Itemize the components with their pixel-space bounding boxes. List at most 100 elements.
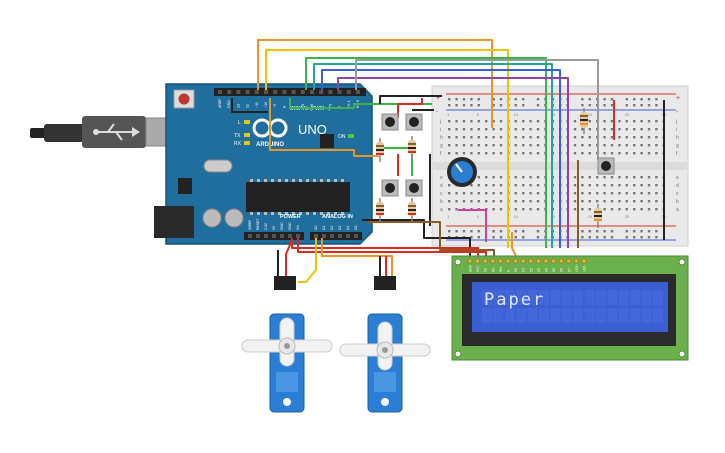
header-pin[interactable]	[272, 234, 276, 238]
header-pin[interactable]	[282, 90, 287, 94]
breadboard-hole[interactable]	[618, 136, 621, 139]
lcd-pin[interactable]	[558, 258, 564, 264]
breadboard-hole[interactable]	[625, 236, 628, 239]
breadboard-hole[interactable]	[470, 152, 473, 155]
breadboard-hole[interactable]	[647, 184, 651, 187]
breadboard-hole[interactable]	[470, 136, 473, 139]
breadboard-hole[interactable]	[485, 144, 488, 147]
breadboard-hole[interactable]	[596, 176, 599, 179]
breadboard-hole[interactable]	[448, 136, 451, 139]
breadboard-hole[interactable]	[633, 208, 636, 211]
breadboard-hole[interactable]	[655, 200, 658, 203]
breadboard-hole[interactable]	[581, 192, 584, 195]
breadboard-hole[interactable]	[499, 98, 503, 101]
breadboard-hole[interactable]	[448, 98, 451, 101]
breadboard-hole[interactable]	[514, 120, 517, 123]
header-pin[interactable]	[354, 234, 358, 238]
breadboard-hole[interactable]	[462, 136, 466, 139]
lcd-pin[interactable]	[581, 258, 587, 264]
breadboard-hole[interactable]	[536, 236, 540, 239]
breadboard-hole[interactable]	[633, 200, 636, 203]
breadboard-hole[interactable]	[588, 144, 591, 147]
breadboard-hole[interactable]	[603, 120, 606, 123]
breadboard-hole[interactable]	[470, 128, 473, 131]
breadboard-hole[interactable]	[647, 230, 651, 233]
breadboard-hole[interactable]	[522, 200, 525, 203]
breadboard-hole[interactable]	[536, 208, 540, 211]
breadboard-hole[interactable]	[655, 208, 658, 211]
breadboard-hole[interactable]	[647, 120, 651, 123]
lcd-pin[interactable]	[475, 258, 481, 264]
breadboard-hole[interactable]	[647, 98, 651, 101]
breadboard-hole[interactable]	[455, 98, 458, 101]
lcd-pin[interactable]	[490, 258, 496, 264]
header-pin[interactable]	[227, 90, 232, 94]
breadboard-hole[interactable]	[522, 136, 525, 139]
breadboard-hole[interactable]	[618, 208, 621, 211]
breadboard-hole[interactable]	[477, 184, 480, 187]
breadboard-hole[interactable]	[455, 144, 458, 147]
breadboard-hole[interactable]	[492, 208, 495, 211]
breadboard-hole[interactable]	[470, 200, 473, 203]
breadboard-hole[interactable]	[485, 184, 488, 187]
breadboard-hole[interactable]	[588, 104, 591, 107]
breadboard-hole[interactable]	[640, 98, 643, 101]
breadboard-hole[interactable]	[647, 236, 651, 239]
breadboard-hole[interactable]	[573, 144, 577, 147]
breadboard-hole[interactable]	[477, 98, 480, 101]
breadboard-hole[interactable]	[492, 176, 495, 179]
breadboard-hole[interactable]	[610, 144, 614, 147]
breadboard-hole[interactable]	[647, 200, 651, 203]
breadboard-hole[interactable]	[499, 120, 503, 123]
breadboard-hole[interactable]	[536, 230, 540, 233]
breadboard-hole[interactable]	[514, 104, 517, 107]
breadboard-hole[interactable]	[588, 128, 591, 131]
breadboard-hole[interactable]	[536, 120, 540, 123]
breadboard-hole[interactable]	[514, 98, 517, 101]
breadboard-hole[interactable]	[492, 152, 495, 155]
push-button[interactable]	[405, 179, 423, 197]
breadboard-hole[interactable]	[448, 128, 451, 131]
breadboard-hole[interactable]	[573, 176, 577, 179]
breadboard-hole[interactable]	[581, 104, 584, 107]
breadboard-hole[interactable]	[581, 144, 584, 147]
breadboard-hole[interactable]	[573, 184, 577, 187]
breadboard-hole[interactable]	[522, 144, 525, 147]
breadboard-hole[interactable]	[455, 208, 458, 211]
breadboard-hole[interactable]	[536, 104, 540, 107]
breadboard-hole[interactable]	[581, 128, 584, 131]
breadboard-hole[interactable]	[514, 192, 517, 195]
header-pin[interactable]	[288, 234, 292, 238]
breadboard-hole[interactable]	[581, 208, 584, 211]
breadboard-hole[interactable]	[588, 200, 591, 203]
breadboard-hole[interactable]	[633, 152, 636, 155]
breadboard-hole[interactable]	[529, 136, 532, 139]
breadboard-hole[interactable]	[477, 120, 480, 123]
breadboard-hole[interactable]	[455, 230, 458, 233]
breadboard-hole[interactable]	[596, 192, 599, 195]
breadboard-hole[interactable]	[588, 136, 591, 139]
breadboard-hole[interactable]	[499, 236, 503, 239]
breadboard-hole[interactable]	[477, 200, 480, 203]
breadboard-hole[interactable]	[448, 208, 451, 211]
lcd-pin[interactable]	[528, 258, 534, 264]
breadboard-hole[interactable]	[470, 144, 473, 147]
header-pin[interactable]	[291, 90, 296, 94]
breadboard-hole[interactable]	[603, 128, 606, 131]
breadboard-hole[interactable]	[618, 128, 621, 131]
breadboard-hole[interactable]	[485, 152, 488, 155]
header-pin[interactable]	[280, 234, 284, 238]
lcd-pin[interactable]	[573, 258, 579, 264]
breadboard-hole[interactable]	[455, 152, 458, 155]
breadboard-hole[interactable]	[462, 120, 466, 123]
breadboard-hole[interactable]	[492, 120, 495, 123]
header-pin[interactable]	[236, 90, 241, 94]
lcd-pin[interactable]	[482, 258, 488, 264]
breadboard-hole[interactable]	[610, 152, 614, 155]
breadboard-hole[interactable]	[573, 152, 577, 155]
breadboard-hole[interactable]	[455, 200, 458, 203]
breadboard-hole[interactable]	[529, 200, 532, 203]
breadboard-hole[interactable]	[522, 104, 525, 107]
breadboard-hole[interactable]	[514, 128, 517, 131]
breadboard-hole[interactable]	[462, 152, 466, 155]
